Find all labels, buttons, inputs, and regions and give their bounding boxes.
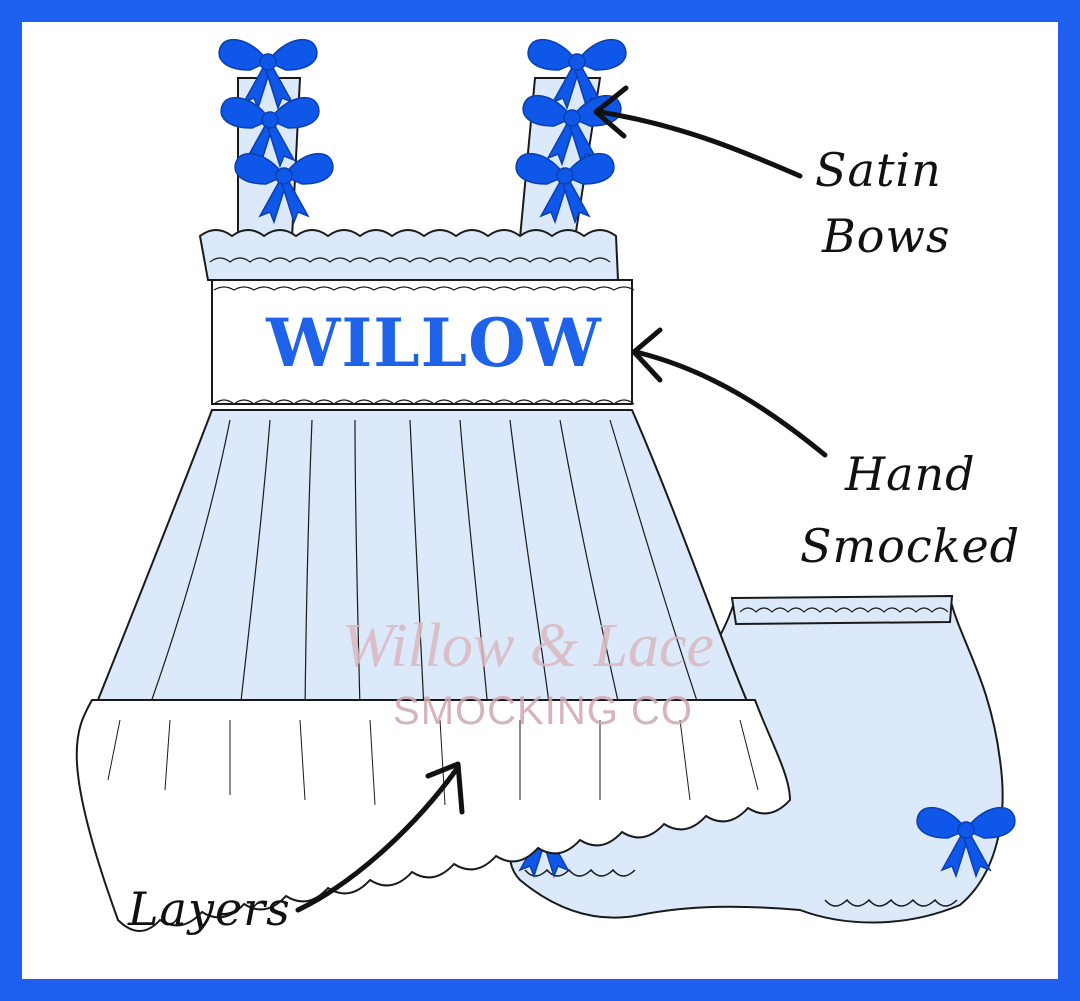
callout-label: Hand — [844, 447, 976, 501]
dress-skirt — [88, 409, 757, 721]
arrow-icon — [631, 327, 828, 458]
arrow-icon — [593, 85, 803, 179]
callout-label: Satin — [815, 143, 942, 197]
callout-satin-bows: Satin Bows — [815, 143, 950, 263]
watermark-script: Willow & Lace — [342, 612, 714, 680]
callout-layers: Layers — [127, 882, 291, 936]
watermark-caps: SMOCKING CO — [393, 689, 693, 733]
callout-label: Smocked — [800, 519, 1020, 573]
embroidered-name: WILLOW — [265, 304, 601, 382]
smocked-bodice — [198, 229, 635, 405]
callout-label: Bows — [821, 209, 950, 263]
callout-label: Layers — [127, 882, 291, 936]
layered-ruffle — [75, 699, 792, 932]
arrow-icon — [295, 761, 465, 913]
callout-hand-smocked: Hand Smocked — [800, 447, 1020, 573]
